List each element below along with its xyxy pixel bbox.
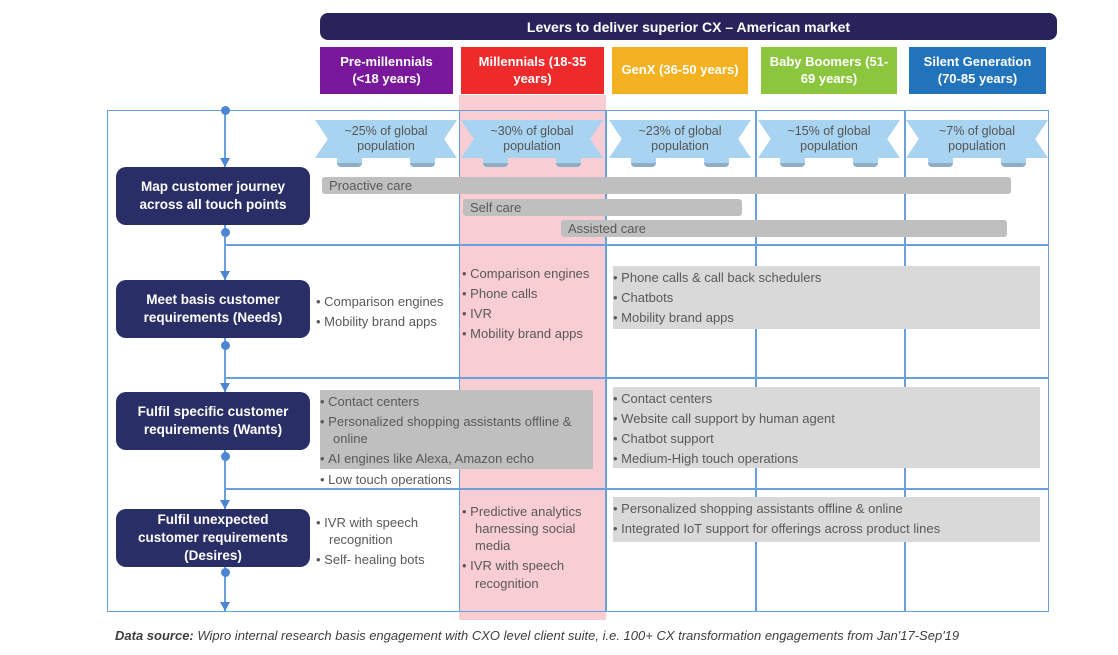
ribbon-tab: [1001, 157, 1026, 167]
arrow-down-icon: [219, 271, 230, 280]
journey-bar-proactive-care: Proactive care: [322, 177, 1011, 194]
bullet-item: Chatbots: [613, 289, 1040, 306]
flow-node-dot: [220, 106, 230, 115]
bullet-item: Contact centers: [613, 390, 1040, 407]
diagram-frame: [107, 110, 1049, 612]
population-banner-label: ~15% of global population: [758, 120, 900, 158]
bullet-item: Self- healing bots: [316, 551, 466, 568]
population-banner-label: ~25% of global population: [315, 120, 457, 158]
row-label-wants: Fulfil specific customer requirements (W…: [116, 392, 310, 450]
bullet-item: IVR with speech recognition: [462, 557, 602, 591]
bullet-item: IVR with speech recognition: [316, 514, 466, 548]
ribbon-tab: [410, 157, 435, 167]
diagram-title: Levers to deliver superior CX – American…: [320, 13, 1057, 40]
data-source-note: Data source: Wipro internal research bas…: [115, 628, 1115, 643]
column-header-baby-boomers: Baby Boomers (51-69 years): [761, 47, 897, 94]
arrow-down-icon: [219, 158, 230, 167]
flow-node-dot: [220, 452, 230, 461]
bullet-item: Mobility brand apps: [316, 313, 466, 330]
population-banner-millennials: ~30% of global population: [461, 120, 603, 167]
bullet-item: Personalized shopping assistants offline…: [320, 413, 593, 447]
ribbon-tab: [631, 157, 656, 167]
cell-needs-older-generations: Phone calls & call back schedulers Chatb…: [613, 266, 1040, 329]
arrow-down-icon: [219, 500, 230, 509]
ribbon-tab: [337, 157, 362, 167]
bullet-item: Comparison engines: [316, 293, 466, 310]
bullet-item: Chatbot support: [613, 430, 1040, 447]
column-divider: [605, 110, 607, 612]
data-source-text: Wipro internal research basis engagement…: [193, 628, 960, 643]
column-header-silent-generation: Silent Generation (70-85 years): [909, 47, 1046, 94]
column-divider: [904, 110, 906, 612]
column-header-genx: GenX (36-50 years): [612, 47, 748, 94]
flow-node-dot: [220, 568, 230, 577]
bullet-item: Phone calls & call back schedulers: [613, 269, 1040, 286]
row-divider: [225, 488, 1049, 490]
journey-bar-assisted-care: Assisted care: [561, 220, 1007, 237]
ribbon-tab: [556, 157, 581, 167]
bullet-item: Mobility brand apps: [613, 309, 1040, 326]
ribbon-tab: [853, 157, 878, 167]
bullet-item: Predictive analytics harnessing social m…: [462, 503, 602, 554]
population-banner-label: ~7% of global population: [906, 120, 1048, 158]
column-header-pre-millennials: Pre-millennials (<18 years): [320, 47, 453, 94]
bullet-item: Personalized shopping assistants offline…: [613, 500, 1040, 517]
cell-desires-pre-millennials: IVR with speech recognition Self- healin…: [316, 511, 466, 571]
population-banner-genx: ~23% of global population: [609, 120, 751, 167]
bullet-item: Phone calls: [462, 285, 604, 302]
arrow-down-icon: [219, 602, 230, 611]
column-divider: [755, 110, 757, 612]
bullet-item: Low touch operations: [320, 471, 593, 488]
population-banner-pre-millennials: ~25% of global population: [315, 120, 457, 167]
row-label-desires: Fulfil unexpected customer requirements …: [116, 509, 310, 567]
bullet-item: Integrated IoT support for offerings acr…: [613, 520, 1040, 537]
cell-needs-millennials: Comparison engines Phone calls IVR Mobil…: [462, 262, 604, 346]
population-banner-label: ~23% of global population: [609, 120, 751, 158]
bullet-item: Medium-High touch operations: [613, 450, 1040, 467]
ribbon-tab: [780, 157, 805, 167]
row-divider: [225, 377, 1049, 379]
bullet-item: Website call support by human agent: [613, 410, 1040, 427]
cell-wants-older-generations: Contact centers Website call support by …: [613, 387, 1040, 468]
ribbon-tab: [704, 157, 729, 167]
cell-desires-older-generations: Personalized shopping assistants offline…: [613, 497, 1040, 542]
ribbon-tab: [483, 157, 508, 167]
cell-desires-millennials: Predictive analytics harnessing social m…: [462, 500, 602, 595]
flow-node-dot: [220, 228, 230, 237]
flow-node-dot: [220, 341, 230, 350]
bullet-item: AI engines like Alexa, Amazon echo: [320, 450, 593, 467]
cell-needs-pre-millennials: Comparison engines Mobility brand apps: [316, 290, 466, 333]
population-banner-label: ~30% of global population: [461, 120, 603, 158]
bullet-item: IVR: [462, 305, 604, 322]
bullet-item: Comparison engines: [462, 265, 604, 282]
row-divider: [225, 244, 1049, 246]
cell-wants-younger-generations: Contact centers Personalized shopping as…: [320, 390, 593, 487]
population-banner-silent-generation: ~7% of global population: [906, 120, 1048, 167]
data-source-prefix: Data source:: [115, 628, 194, 643]
bullet-item: Contact centers: [320, 393, 593, 410]
row-label-map-journey: Map customer journey across all touch po…: [116, 167, 310, 225]
column-divider: [458, 110, 460, 612]
row-label-needs: Meet basis customer requirements (Needs): [116, 280, 310, 338]
column-header-millennials: Millennials (18-35 years): [461, 47, 604, 94]
flow-line: [224, 110, 226, 612]
population-banner-baby-boomers: ~15% of global population: [758, 120, 900, 167]
arrow-down-icon: [219, 383, 230, 392]
journey-bar-self-care: Self care: [463, 199, 742, 216]
bullet-item: Mobility brand apps: [462, 325, 604, 342]
ribbon-tab: [928, 157, 953, 167]
